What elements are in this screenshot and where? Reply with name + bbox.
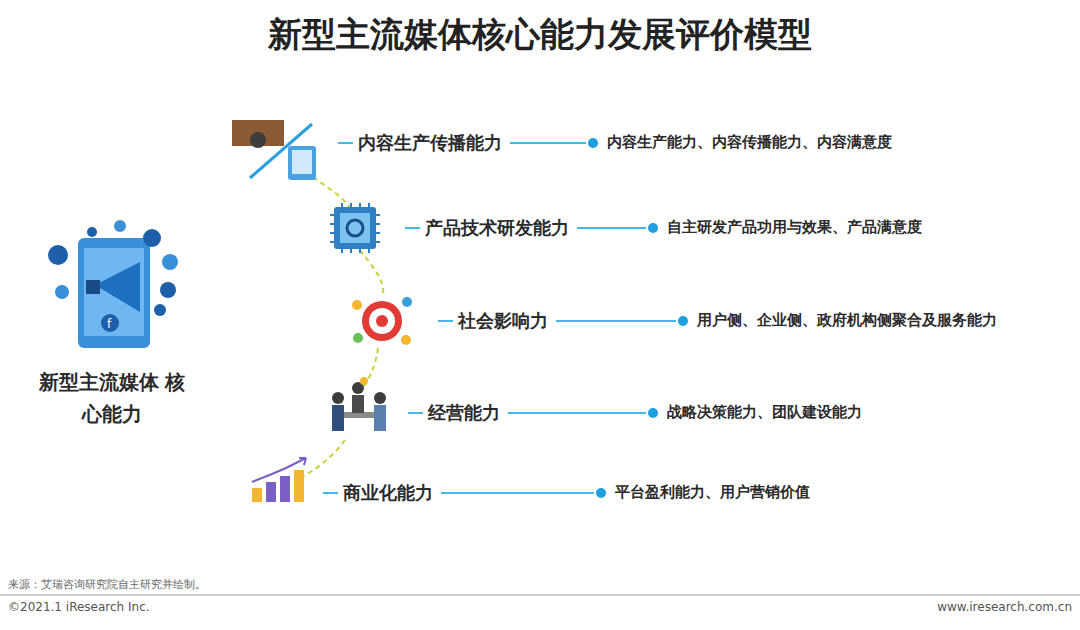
media-icon: f [48,220,178,348]
footer-rule [0,595,1080,596]
title: 新型主流媒体核心能力发展评价模型 [0,14,1080,55]
core-label: 新型主流媒体 核心能力 [37,366,187,430]
copyright: ©2021.1 iResearch Inc. [8,601,150,615]
bullet-dot [648,223,658,233]
bullet-dot [588,138,598,148]
meeting-icon [332,377,386,431]
leader-line [508,412,646,414]
svg-text:f: f [107,317,112,331]
leader-line [441,492,594,494]
ability-name: 社会影响力 [458,311,548,332]
chip-icon [330,203,380,253]
target-icon [352,297,412,345]
lead-line [338,142,353,144]
ability-name: 商业化能力 [343,483,433,504]
bullet-dot [596,488,606,498]
lead-line [323,492,338,494]
lead-line [405,227,420,229]
ability-detail: 内容生产能力、内容传播能力、内容满意度 [607,134,892,151]
ability-detail: 自主研发产品功用与效果、产品满意度 [667,219,922,236]
leader-line [556,320,676,322]
ability-detail: 战略决策能力、团队建设能力 [667,404,862,421]
ability-name: 经营能力 [428,403,500,424]
ability-name: 产品技术研发能力 [425,218,569,239]
bullet-dot [648,408,658,418]
ability-detail: 用户侧、企业侧、政府机构侧聚合及服务能力 [697,312,997,329]
growth-icon [252,458,306,502]
bullet-dot [678,316,688,326]
lead-line [438,320,453,322]
lead-line [408,412,423,414]
leader-line [577,227,646,229]
leader-line [510,142,586,144]
ability-detail: 平台盈利能力、用户营销价值 [615,484,810,501]
ability-name: 内容生产传播能力 [358,133,502,154]
content-icon [232,120,316,180]
source-note: 来源：艾瑞咨询研究院自主研究并绘制。 [8,579,206,592]
website: www.iresearch.com.cn [937,601,1072,615]
